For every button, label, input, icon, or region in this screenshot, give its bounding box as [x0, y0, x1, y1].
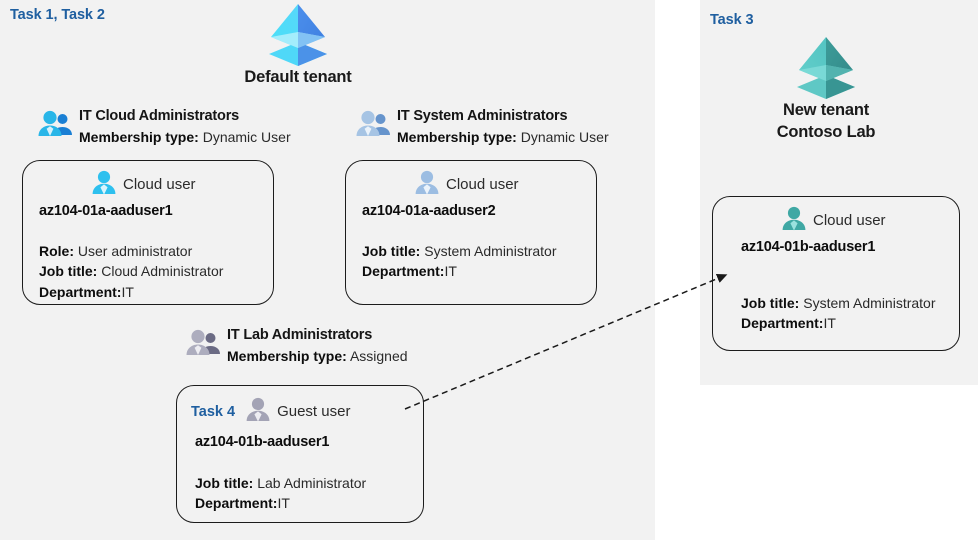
card-guest-aaduser1-lab[interactable]: Task 4 Guest user az104-01b-aaduser1 Job…	[176, 385, 424, 523]
property-label: Department:	[362, 263, 445, 280]
property-label: Job title:	[195, 475, 254, 491]
group-membership: Membership type: Dynamic User	[79, 127, 291, 147]
cloud-user-icon	[91, 169, 117, 200]
property-job-title: Job title: Lab Administrator	[195, 473, 366, 493]
property-value: IT	[444, 263, 457, 280]
azure-ad-tenant-icon	[787, 35, 865, 99]
card-header: Cloud user	[91, 169, 196, 200]
property-value: Lab Administrator	[257, 475, 367, 491]
new-tenant-block: New tenant Contoso Lab	[741, 35, 911, 144]
card-header: Cloud user	[414, 169, 519, 200]
default-tenant-panel	[0, 0, 655, 540]
card-aaduser1-default[interactable]: Cloud user az104-01a-aaduser1 Role: User…	[22, 160, 274, 305]
group-it-system-administrators: IT System Administrators Membership type…	[356, 106, 609, 147]
default-tenant-block: Default tenant	[213, 2, 383, 88]
new-tenant-name-line2: Contoso Lab	[776, 123, 876, 142]
group-name: IT Lab Administrators	[227, 327, 373, 343]
card-aaduser2-default[interactable]: Cloud user az104-01a-aaduser2 Job title:…	[345, 160, 597, 305]
card-aaduser1-contoso[interactable]: Cloud user az104-01b-aaduser1 Job title:…	[712, 196, 960, 351]
property-label: Job title:	[362, 243, 421, 259]
cloud-user-icon	[414, 169, 440, 200]
membership-type-value: Dynamic User	[202, 129, 291, 146]
property-value: IT	[121, 283, 134, 300]
user-type-label: Cloud user	[123, 176, 196, 193]
membership-type-label: Membership type:	[397, 129, 517, 146]
group-membership: Membership type: Assigned	[227, 346, 408, 366]
property-label: Job title:	[39, 263, 98, 280]
property-label: Department:	[39, 283, 122, 300]
group-name: IT Cloud Administrators	[79, 108, 240, 124]
user-type-label: Cloud user	[813, 212, 886, 229]
default-tenant-name: Default tenant	[244, 68, 352, 86]
property-department: Department:IT	[39, 282, 223, 302]
property-role: Role: User administrator	[39, 241, 223, 261]
user-type-label: Guest user	[277, 403, 351, 420]
user-properties: Job title: Lab Administrator Department:…	[195, 473, 366, 514]
property-department: Department:IT	[362, 261, 557, 281]
membership-type-value: Assigned	[349, 348, 408, 365]
group-users-icon	[38, 109, 72, 144]
group-users-icon	[186, 328, 220, 363]
group-it-cloud-administrators: IT Cloud Administrators Membership type:…	[38, 106, 291, 147]
property-job-title: Job title: System Administrator	[741, 293, 936, 313]
membership-type-label: Membership type:	[79, 129, 199, 146]
user-principal-name: az104-01b-aaduser1	[195, 434, 330, 450]
card-header: Task 4 Guest user	[191, 396, 350, 427]
property-label: Role:	[39, 243, 74, 259]
property-value: System Administrator	[424, 243, 557, 259]
task-label-4: Task 4	[191, 403, 236, 420]
property-value: IT	[823, 315, 836, 332]
property-job-title: Job title: System Administrator	[362, 241, 557, 261]
user-properties: Job title: System Administrator Departme…	[362, 241, 557, 282]
property-label: Job title:	[741, 295, 800, 311]
user-principal-name: az104-01a-aaduser2	[362, 203, 496, 219]
membership-type-value: Dynamic User	[520, 129, 609, 146]
guest-user-icon	[245, 396, 271, 427]
group-users-icon	[356, 109, 390, 144]
card-header: Cloud user	[781, 205, 886, 236]
property-value: Cloud Administrator	[101, 263, 224, 280]
azure-ad-tenant-icon	[259, 2, 337, 66]
group-it-lab-administrators: IT Lab Administrators Membership type: A…	[186, 325, 408, 366]
task-label-1-2: Task 1, Task 2	[10, 7, 105, 23]
new-tenant-name-line1: New tenant	[782, 101, 869, 119]
user-principal-name: az104-01a-aaduser1	[39, 203, 173, 219]
cloud-user-icon	[781, 205, 807, 236]
user-type-label: Cloud user	[446, 176, 519, 193]
group-membership: Membership type: Dynamic User	[397, 127, 609, 147]
property-value: IT	[277, 495, 290, 512]
property-department: Department:IT	[741, 313, 936, 333]
membership-type-label: Membership type:	[227, 348, 347, 365]
task-label-3: Task 3	[710, 12, 754, 28]
property-value: User administrator	[77, 243, 193, 259]
property-label: Department:	[741, 315, 824, 332]
property-job-title: Job title: Cloud Administrator	[39, 261, 223, 281]
user-properties: Job title: System Administrator Departme…	[741, 293, 936, 334]
property-department: Department:IT	[195, 493, 366, 513]
property-value: System Administrator	[803, 295, 936, 311]
user-properties: Role: User administrator Job title: Clou…	[39, 241, 223, 302]
user-principal-name: az104-01b-aaduser1	[741, 239, 876, 255]
property-label: Department:	[195, 495, 278, 512]
group-name: IT System Administrators	[397, 108, 568, 124]
